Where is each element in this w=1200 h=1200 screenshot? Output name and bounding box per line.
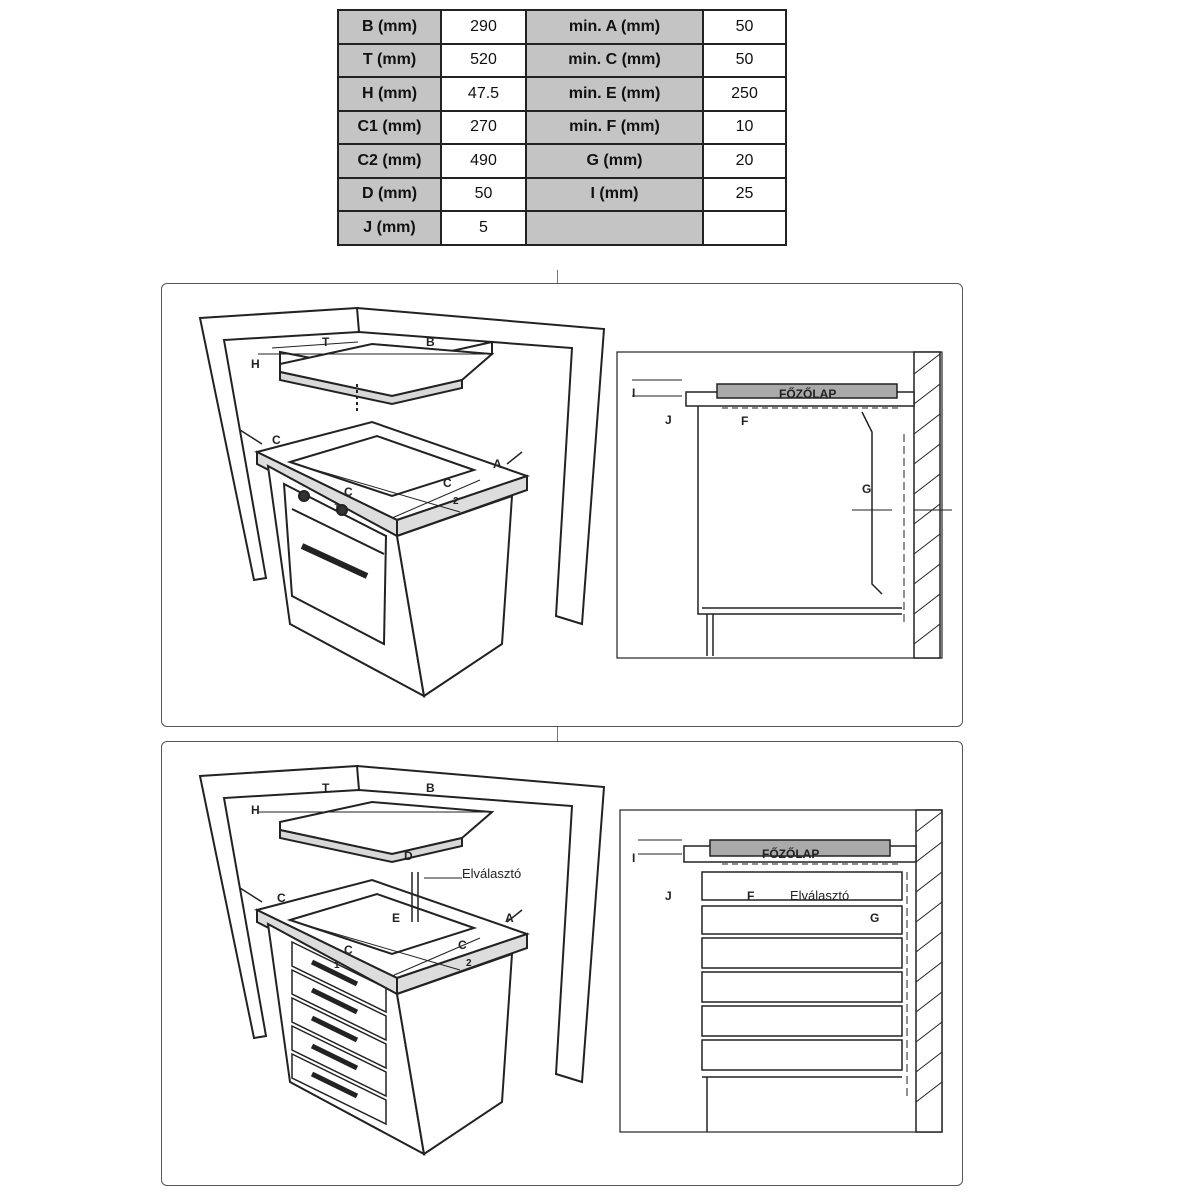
separator-tick	[557, 727, 558, 741]
label-T: T	[322, 335, 330, 349]
label-C1: C	[344, 943, 353, 957]
table-key-cell: min. A (mm)	[525, 9, 704, 45]
table-value-cell: 5	[440, 210, 527, 246]
table-key-cell: I (mm)	[525, 176, 704, 212]
table-key-cell	[525, 210, 704, 246]
table-value-cell: 250	[702, 76, 787, 112]
label-C1: C	[344, 485, 353, 499]
label-divider: Elválasztó	[462, 866, 521, 881]
table-value-cell: 50	[702, 42, 787, 78]
label-hob: FŐZŐLAP	[779, 386, 836, 401]
label-A: A	[493, 457, 502, 471]
table-key-cell: min. C (mm)	[525, 42, 704, 78]
cross-section-drawer-drawing	[619, 809, 943, 1133]
label-T: T	[322, 781, 330, 795]
label-divider: Elválasztó	[790, 888, 849, 903]
table-value-cell: 20	[702, 143, 787, 179]
label-E: E	[392, 911, 400, 925]
table-key-cell: J (mm)	[337, 210, 442, 246]
perspective-drawer-drawing	[198, 764, 606, 1156]
cross-section-oven-drawing	[616, 351, 952, 659]
label-C: C	[277, 891, 286, 905]
table-value-cell: 50	[702, 9, 787, 45]
label-C2-sub: 2	[466, 958, 472, 969]
label-C: C	[272, 433, 281, 447]
label-C1-sub: 1	[334, 502, 340, 513]
table-value-cell: 50	[440, 176, 527, 212]
label-C2-sub: 2	[453, 496, 459, 507]
table-key-cell: G (mm)	[525, 143, 704, 179]
label-B: B	[426, 781, 435, 795]
label-G: G	[862, 482, 871, 496]
panel-oven-installation: T B H C A C 1 C 2 FŐZŐLAP	[161, 283, 963, 727]
label-B: B	[426, 335, 435, 349]
label-D: D	[404, 849, 413, 863]
table-value-cell: 520	[440, 42, 527, 78]
table-value-cell: 270	[440, 109, 527, 145]
table-value-cell: 290	[440, 9, 527, 45]
label-C1-sub: 1	[334, 960, 340, 971]
label-H: H	[251, 357, 260, 371]
table-key-cell: min. F (mm)	[525, 109, 704, 145]
label-H: H	[251, 803, 260, 817]
label-I: I	[632, 851, 635, 865]
table-key-cell: C2 (mm)	[337, 143, 442, 179]
table-value-cell: 490	[440, 143, 527, 179]
label-J: J	[665, 413, 672, 427]
table-key-cell: D (mm)	[337, 176, 442, 212]
label-F: F	[747, 889, 754, 903]
table-key-cell: C1 (mm)	[337, 109, 442, 145]
label-F: F	[741, 414, 748, 428]
label-hob: FŐZŐLAP	[762, 846, 819, 861]
table-value-cell: 47.5	[440, 76, 527, 112]
table-key-cell: T (mm)	[337, 42, 442, 78]
table-key-cell: min. E (mm)	[525, 76, 704, 112]
label-G: G	[870, 911, 879, 925]
label-I: I	[632, 386, 635, 400]
panel-drawer-installation: T B H D Elválasztó E C A C 1 C 2	[161, 741, 963, 1186]
label-A: A	[505, 911, 514, 925]
table-key-cell: B (mm)	[337, 9, 442, 45]
table-value-cell	[702, 210, 787, 246]
label-C2: C	[458, 938, 467, 952]
separator-tick	[557, 270, 558, 284]
table-value-cell: 25	[702, 176, 787, 212]
label-C2: C	[443, 476, 452, 490]
label-J: J	[665, 889, 672, 903]
table-row: J (mm)5	[337, 210, 787, 246]
perspective-oven-drawing	[198, 306, 606, 698]
table-value-cell: 10	[702, 109, 787, 145]
table-key-cell: H (mm)	[337, 76, 442, 112]
